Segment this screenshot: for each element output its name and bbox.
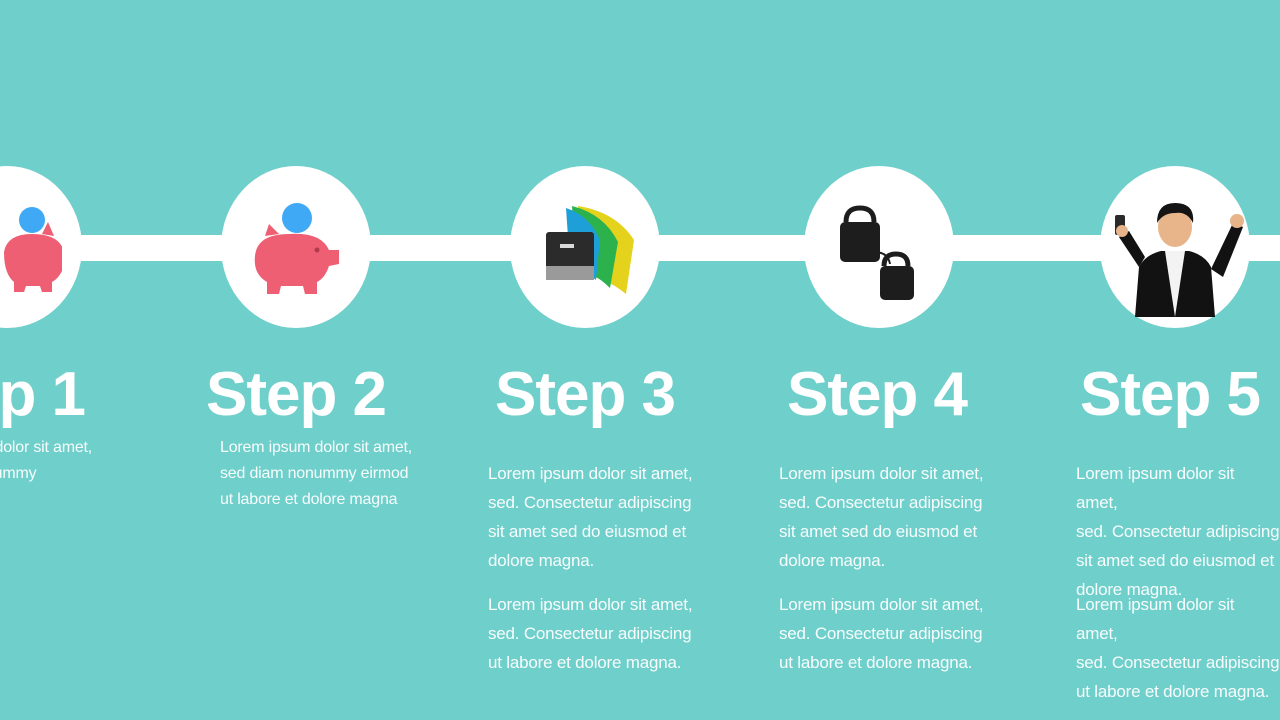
step-1-description: Lorem ipsum dolor sit amet, sed diam non… [0,439,93,482]
step-2-node [221,166,371,328]
step-3-description-2: Lorem ipsum dolor sit amet, sed. Consect… [488,595,693,672]
step-2-title: Step 2 [205,360,387,429]
step-4-description-2: Lorem ipsum dolor sit amet, sed. Consect… [779,595,984,672]
step-3-description: Lorem ipsum dolor sit amet, sed. Consect… [488,464,693,570]
step-1-node [0,166,82,328]
step-5-node [1100,166,1250,328]
businessman-icon [1105,177,1245,317]
step-4-description: Lorem ipsum dolor sit amet, sed. Consect… [779,464,984,570]
step-2-description: Lorem ipsum dolor sit amet, sed diam non… [220,439,413,508]
step-1-title: Step 1 [0,360,86,429]
step-3-node [510,166,660,328]
piggy-bank-icon [241,192,351,302]
step-4-node [804,166,954,328]
padlocks-icon [824,192,934,302]
piggy-bank-icon [0,192,62,302]
step-5-title: Step 5 [1079,360,1261,429]
step-5-description-2: Lorem ipsum dolor sit amet, sed. Consect… [1076,595,1280,701]
step-5-description: Lorem ipsum dolor sit amet, sed. Consect… [1076,464,1280,599]
step-4-title: Step 4 [786,360,968,429]
card-reader-icon [530,192,640,302]
step-3-title: Step 3 [494,360,676,429]
